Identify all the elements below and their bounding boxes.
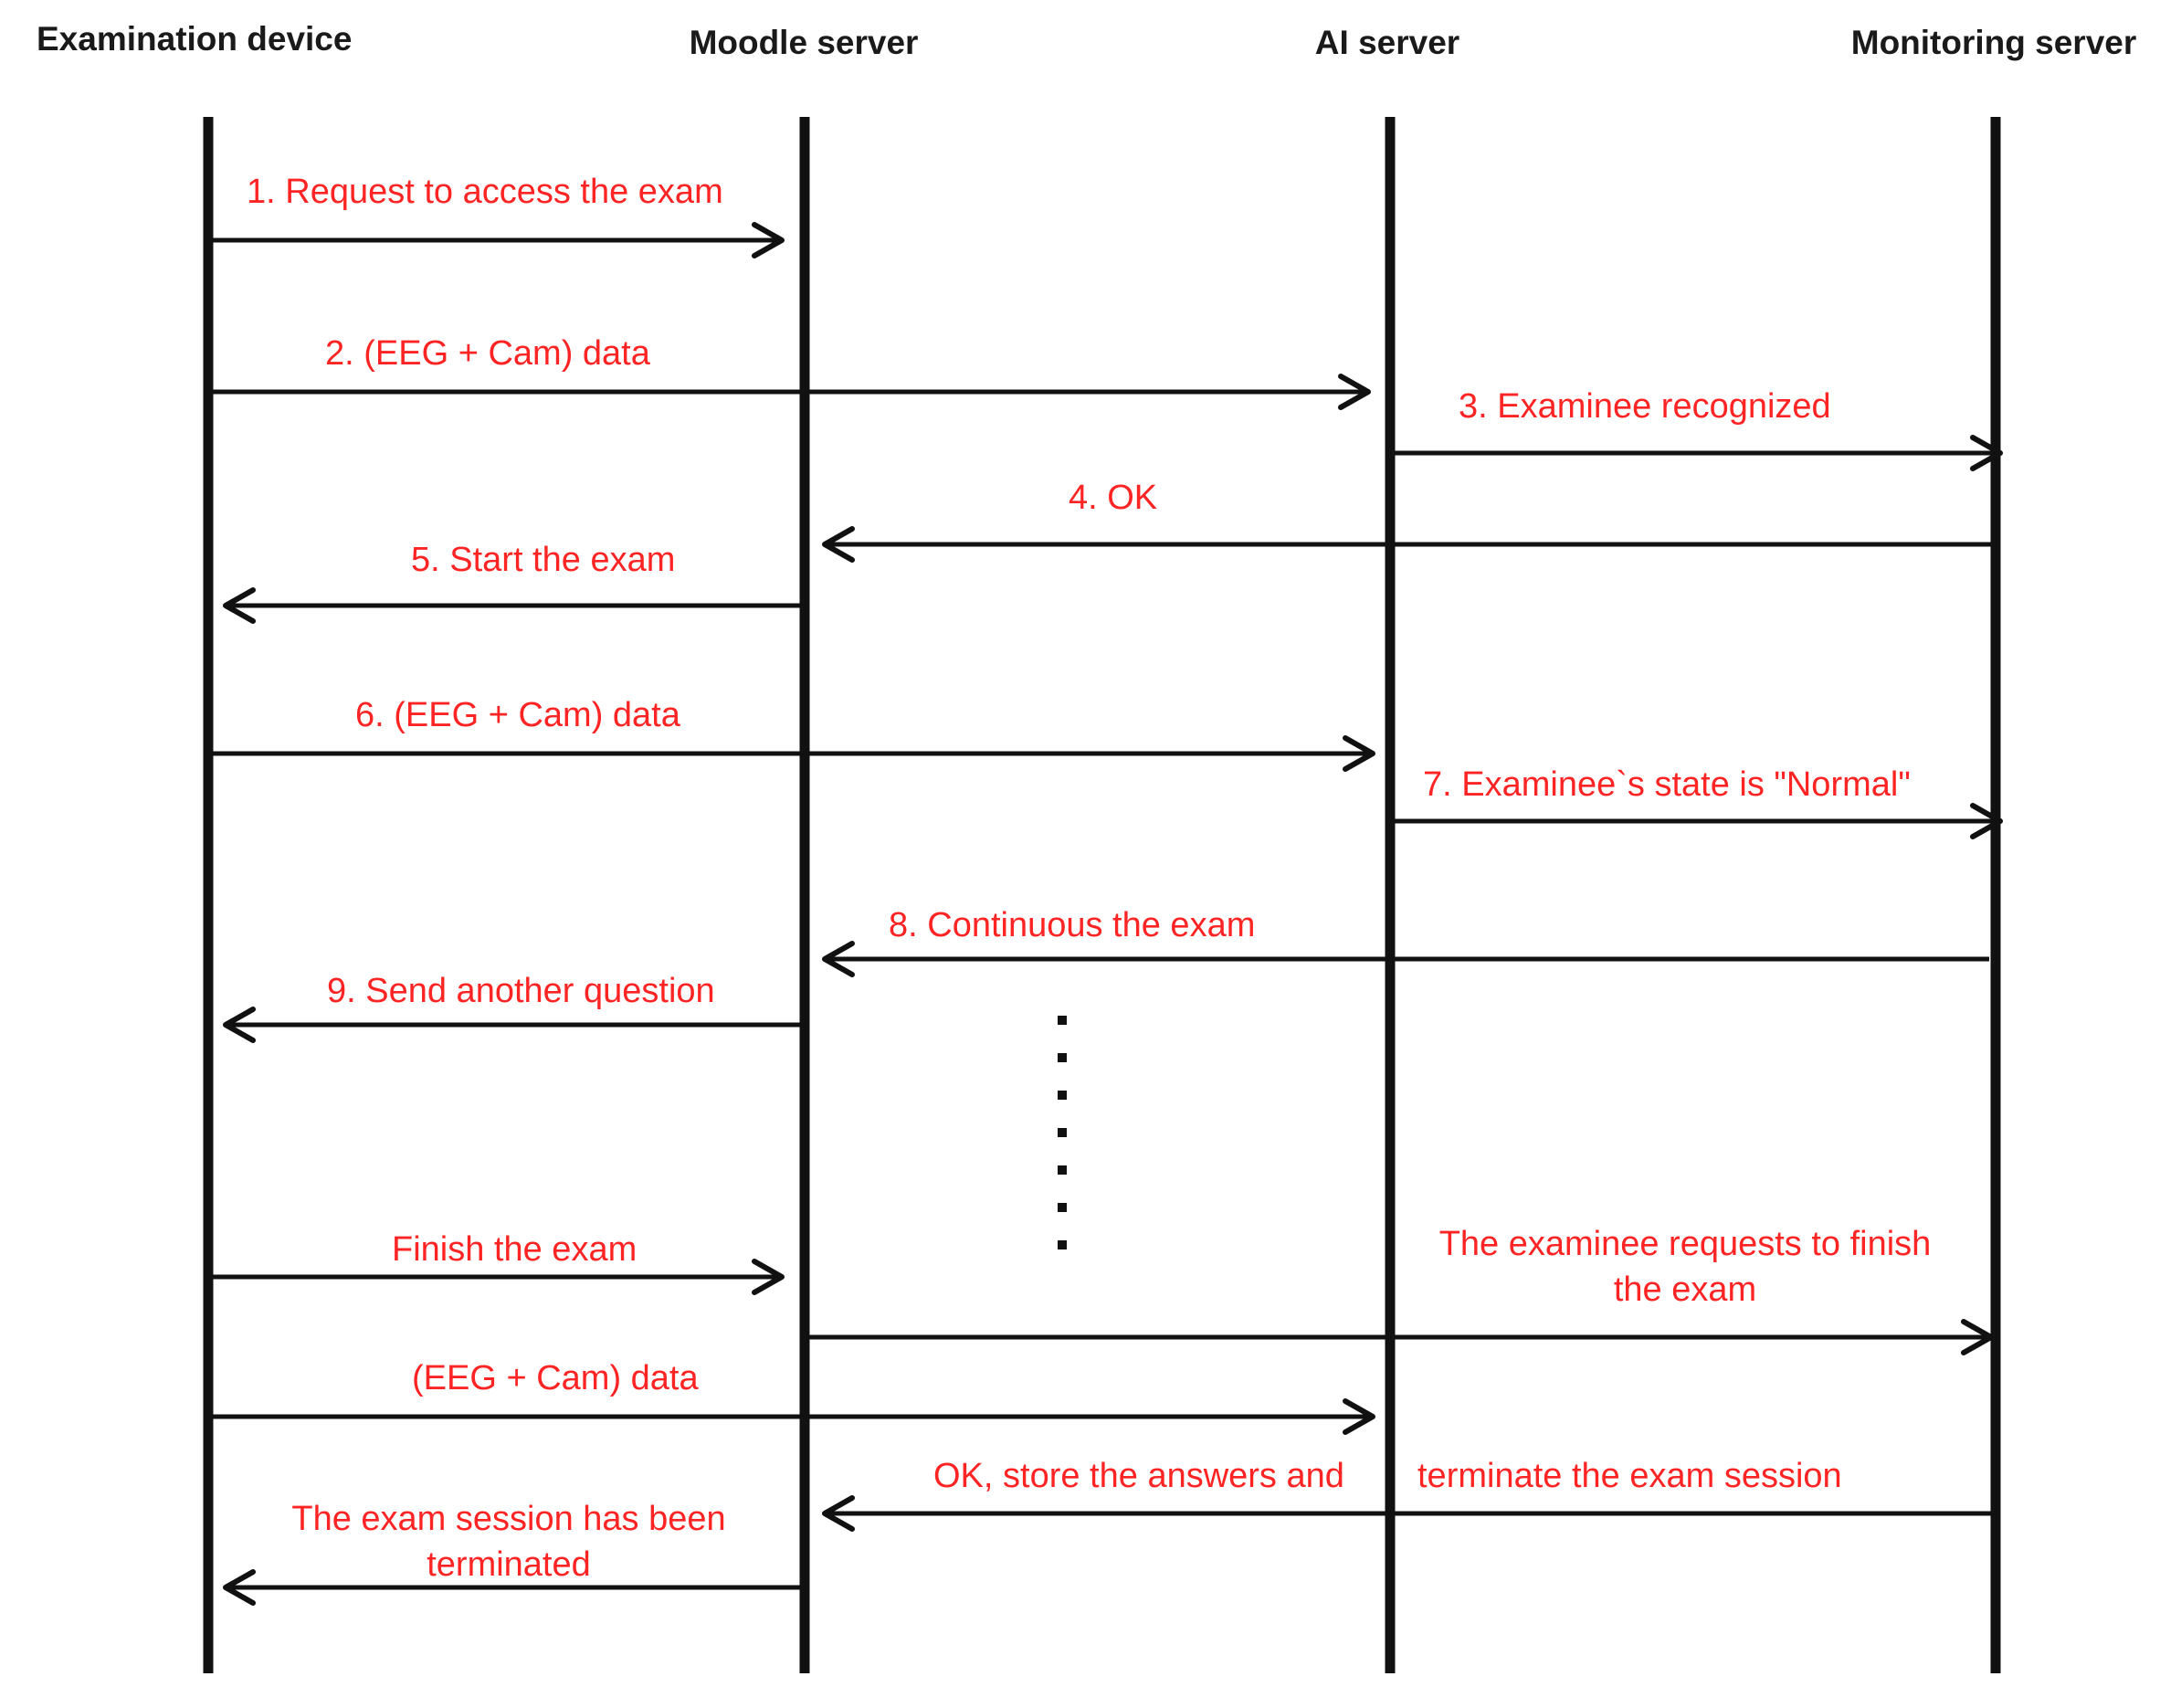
- message-7-label: 7. Examinee`s state is "Normal": [1423, 765, 1911, 804]
- message-11-label-line-2: the exam: [1614, 1270, 1756, 1309]
- message-12-label: (EEG + Cam) data: [412, 1359, 699, 1397]
- message-6-arrow: [208, 735, 1375, 772]
- message-13-label-part-2: terminate the exam session: [1417, 1457, 1842, 1495]
- message-4-label: 4. OK: [1069, 479, 1157, 517]
- message-13-arrow: [822, 1495, 1996, 1532]
- message-12-arrow: [208, 1398, 1375, 1435]
- message-14-label-line-1: The exam session has been: [291, 1500, 725, 1538]
- message-2-label: 2. (EEG + Cam) data: [325, 334, 651, 373]
- message-7-arrow: [1390, 803, 2003, 839]
- message-4-arrow: [822, 526, 1996, 563]
- message-8-arrow: [822, 941, 1989, 977]
- message-5-label: 5. Start the exam: [411, 541, 675, 579]
- message-11-label-line-1: The examinee requests to finish: [1439, 1225, 1932, 1263]
- message-14-label-line-2: terminated: [427, 1545, 591, 1584]
- message-1-arrow: [208, 222, 785, 258]
- message-10-arrow: [208, 1259, 785, 1295]
- message-11-arrow: [805, 1319, 1994, 1355]
- message-13-label-part-1: OK, store the answers and: [933, 1457, 1344, 1495]
- message-3-label: 3. Examinee recognized: [1459, 387, 1831, 426]
- message-1-label: 1. Request to access the exam: [247, 173, 723, 211]
- message-3-arrow: [1390, 435, 2003, 471]
- message-9-label: 9. Send another question: [327, 972, 715, 1010]
- participant-examination-device: Examination device: [37, 20, 352, 58]
- message-8-label: 8. Continuous the exam: [889, 906, 1255, 944]
- message-5-arrow: [223, 587, 805, 624]
- participant-monitoring-server: Monitoring server: [1851, 24, 2137, 61]
- message-9-arrow: [223, 1007, 805, 1043]
- message-10-label: Finish the exam: [392, 1230, 637, 1269]
- message-14-arrow: [223, 1569, 805, 1606]
- message-6-label: 6. (EEG + Cam) data: [355, 696, 681, 734]
- vertical-ellipsis-dots: [1058, 1016, 1067, 1249]
- message-2-arrow: [208, 374, 1371, 410]
- participant-ai-server: AI server: [1315, 24, 1459, 61]
- participant-moodle-server: Moodle server: [690, 24, 919, 61]
